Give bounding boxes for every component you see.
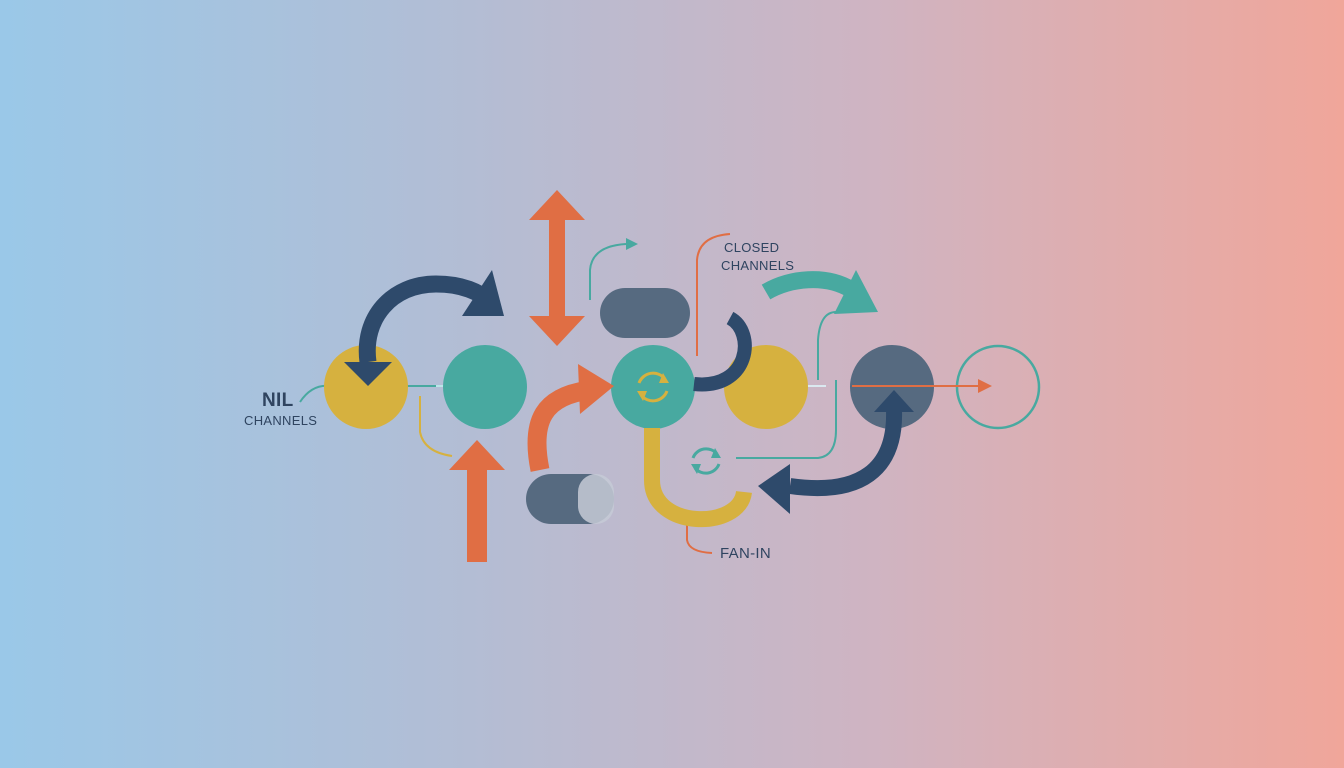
teal-curved-arrow — [761, 271, 857, 300]
slate-pill-top — [600, 288, 690, 338]
navy-arrowhead-down — [344, 362, 392, 386]
closed-label: CLOSED — [724, 240, 780, 255]
closed-connector-line — [696, 233, 731, 356]
navy-big-curved-arrow — [788, 409, 903, 497]
refresh-icon — [637, 371, 669, 403]
teal-curved-arrowhead — [834, 270, 878, 314]
slate-pill-bottom-fade — [578, 474, 614, 524]
teal-node — [443, 345, 527, 429]
nil-label: NIL — [262, 390, 294, 411]
orange-curved-arrowhead — [578, 364, 614, 414]
fan-in-label: FAN-IN — [720, 545, 771, 562]
nil-channels-label: CHANNELS — [244, 413, 318, 428]
navy-curved-arrow-left — [358, 275, 497, 364]
orange-up-arrow-shaft — [467, 466, 487, 562]
orange-curved-arrow — [527, 380, 592, 472]
orange-output-arrowhead — [978, 379, 992, 393]
teal-up-arrow-line — [589, 243, 627, 300]
navy-big-arrowhead-up — [874, 390, 914, 412]
navy-hook-arrow — [693, 311, 752, 392]
mustard-hook-line — [419, 396, 453, 457]
mustard-u-loop — [644, 428, 752, 527]
closed-channels-label: CHANNELS — [721, 258, 795, 273]
teal-hub-node — [611, 345, 695, 429]
orange-up-arrowhead — [449, 440, 505, 470]
fanin-connector-line — [686, 510, 713, 554]
teal-up-arrow-head — [626, 238, 638, 250]
orange-double-arrow-shaft — [549, 218, 565, 318]
orange-arrowhead-up — [529, 190, 585, 220]
refresh-icon — [691, 447, 721, 475]
teal-return-line — [736, 380, 837, 459]
navy-big-arrowhead-left — [758, 464, 790, 514]
navy-arrowhead-right — [462, 270, 504, 316]
orange-arrowhead-down — [529, 316, 585, 346]
teal-loop-line — [817, 311, 837, 380]
